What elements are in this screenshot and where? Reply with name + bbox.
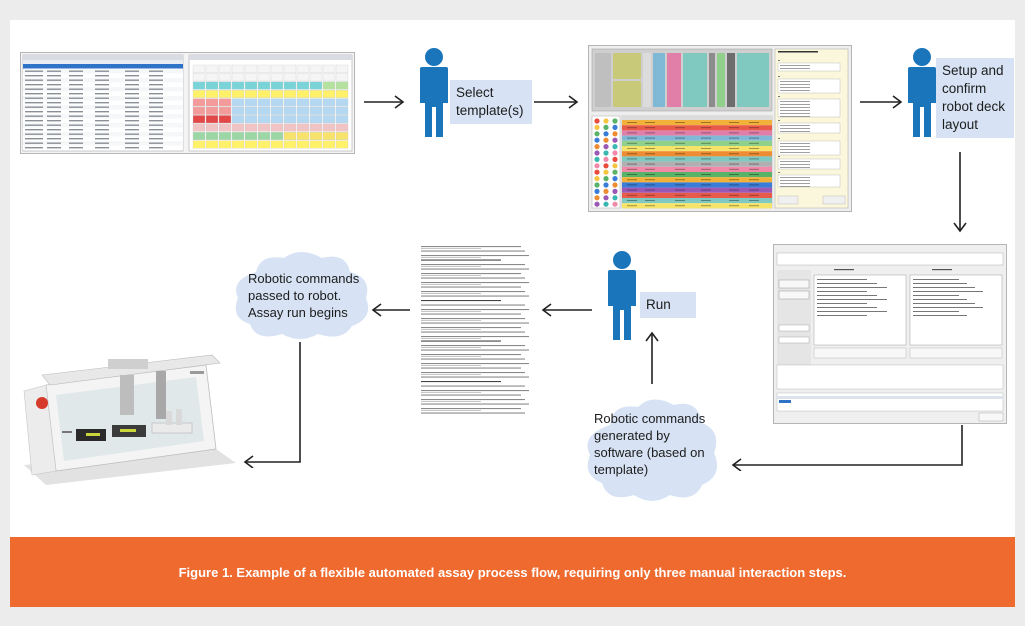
arrow-to-select [364,95,405,109]
arrow-to-deck-software [534,95,579,109]
commands-passed-cloud [235,252,369,339]
select-template-label: Select template(s) [450,80,532,124]
person-icon-setup [908,48,936,137]
run-software-screenshot [773,244,1007,424]
figure-caption: Figure 1. Example of a flexible automate… [178,564,847,580]
deck-layout-image [589,46,851,211]
arrow-down-to-run-software [953,152,967,233]
setup-deck-label: Setup and confirm robot deck layout [936,58,1014,138]
deck-layout-screenshot [588,45,852,212]
arrow-to-robot [243,342,301,468]
commands-generated-cloud [587,399,718,501]
template-software-image [21,53,354,153]
template-software-screenshot [20,52,355,154]
commands-passed-text: Robotic commands passed to robot. Assay … [248,271,360,320]
arrow-to-commands-passed [371,303,410,317]
caption-banner: Figure 1. Example of a flexible automate… [10,537,1015,607]
commands-generated-text: Robotic commands generated by software (… [594,411,706,477]
arrow-to-setup [860,95,903,109]
command-log-lines [421,246,529,414]
person-icon-select [420,48,448,137]
arrow-up-to-run [645,331,659,384]
arrow-to-commands-generated [731,425,963,471]
person-icon-run [608,251,636,340]
arrow-to-command-log [541,303,592,317]
robot-image [23,354,236,485]
run-label: Run [640,292,696,318]
run-software-image [774,245,1006,423]
command-log-image [420,244,532,420]
